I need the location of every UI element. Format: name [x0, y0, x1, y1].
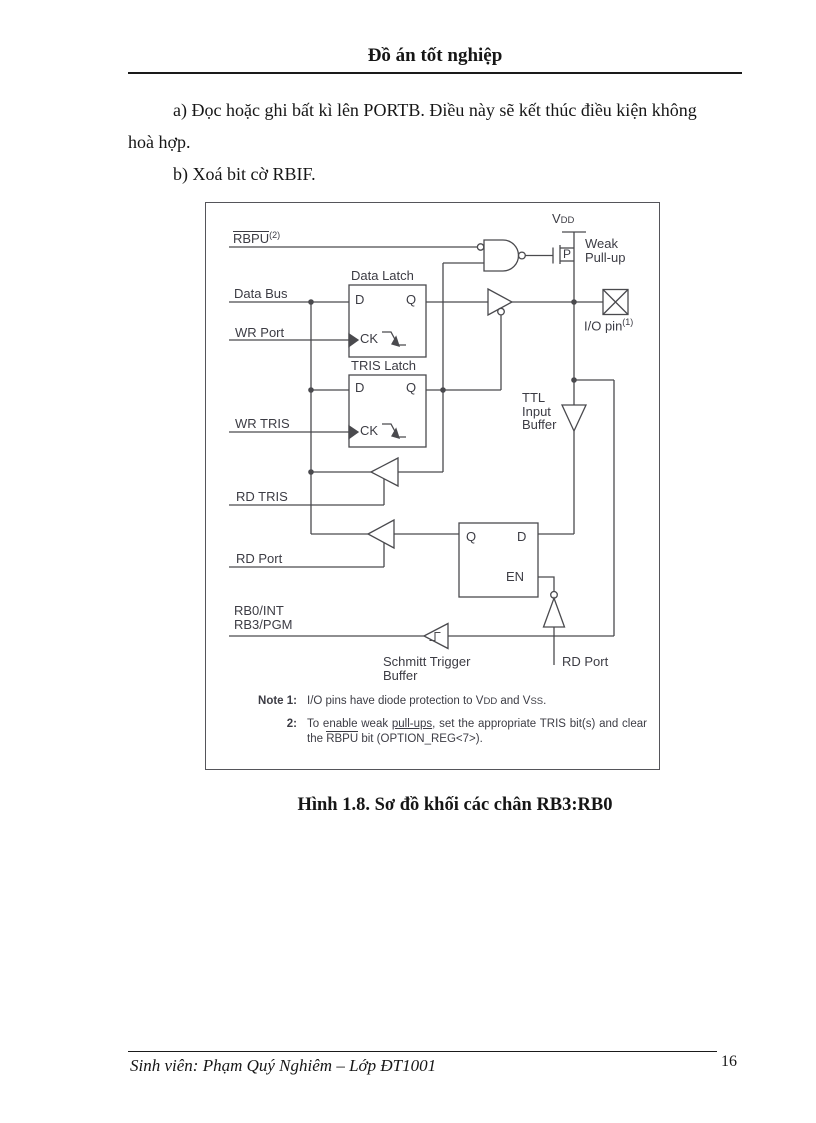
label-wr-tris: WR TRIS	[235, 416, 290, 431]
data-latch-q: Q	[406, 292, 417, 307]
label-schmitt-buffer: Schmitt Trigger Buffer	[383, 654, 471, 683]
note-2-text: To enable weak pull-ups, set the appropr…	[307, 717, 647, 746]
tris-latch-ck: CK	[360, 423, 379, 438]
input-latch-box	[458, 522, 539, 598]
input-latch-en: EN	[506, 569, 525, 584]
io-pin-symbol	[602, 288, 629, 316]
figure-notes: Note 1: I/O pins have diode protection t…	[241, 695, 647, 747]
page-title: Đồ án tốt nghiệp	[367, 45, 503, 66]
tris-latch-d: D	[355, 380, 365, 395]
input-latch-d: D	[517, 529, 527, 544]
page-number: 16	[721, 1053, 737, 1070]
note-1: Note 1: I/O pins have diode protection t…	[241, 695, 647, 709]
label-io-pin: I/O pin(1)	[584, 317, 634, 334]
note-1-number: Note 1:	[258, 695, 297, 707]
input-latch-q: Q	[466, 529, 477, 544]
body-text: a) Đọc hoặc ghi bất kì lên PORTB. Điều n…	[128, 94, 716, 190]
rd-tris-buffer	[369, 456, 399, 488]
label-rbpu: RBPU(2)	[233, 229, 280, 246]
note-1-text: I/O pins have diode protection to VDD an…	[307, 695, 547, 707]
paragraph-a: a) Đọc hoặc ghi bất kì lên PORTB. Điều n…	[128, 100, 697, 152]
wires	[229, 231, 615, 665]
note-2: 2: To enable weak pull-ups, set the appr…	[241, 718, 647, 747]
data-latch-d: D	[355, 292, 365, 307]
label-pmos-p: P	[563, 247, 572, 261]
ttl-buffer-triangle	[560, 404, 588, 433]
tris-latch-q: Q	[406, 380, 417, 395]
figure-block-diagram: RBPU(2) VDD Weak Pull-up P Data Latch D …	[205, 202, 660, 770]
pmos-transistor	[552, 245, 574, 264]
footer-student: Sinh viên: Phạm Quý Nghiêm – Lớp ĐT1001	[130, 1056, 437, 1075]
nand-gate	[476, 239, 526, 272]
label-wr-port: WR Port	[235, 325, 285, 340]
rbpu-overline-text: RBPU	[233, 231, 270, 247]
junction-dots	[308, 299, 577, 475]
label-rd-tris: RD TRIS	[236, 489, 288, 504]
page-header: Đồ án tốt nghiệp	[128, 45, 742, 74]
schmitt-trigger-symbol	[422, 622, 449, 650]
rbpu-superscript: (2)	[269, 230, 281, 240]
data-latch-ck: CK	[360, 331, 379, 346]
label-data-bus: Data Bus	[234, 286, 288, 301]
note-2-number: 2:	[286, 717, 297, 730]
figure-caption: Hình 1.8. Sơ đồ khối các chân RB3:RB0	[297, 795, 613, 815]
tris-latch-box	[348, 374, 427, 448]
data-latch-box	[348, 284, 427, 358]
label-rb-pins: RB0/INT RB3/PGM	[234, 603, 293, 632]
label-rd-port-bottom: RD Port	[562, 654, 609, 669]
footer-rule	[128, 1051, 717, 1052]
circuit-drawing	[229, 231, 629, 665]
label-data-latch: Data Latch	[351, 268, 414, 283]
en-inverter	[542, 590, 566, 628]
label-tris-latch: TRIS Latch	[351, 358, 417, 373]
label-weak-pullup: Weak Pull-up	[585, 236, 626, 265]
tristate-buffer	[487, 287, 514, 317]
label-vdd: VDD	[552, 211, 575, 226]
paragraph-b: b) Xoá bit cờ RBIF.	[173, 164, 316, 184]
label-ttl-buffer: TTL Input Buffer	[522, 390, 557, 432]
label-rd-port: RD Port	[236, 551, 283, 566]
rd-port-buffer	[366, 518, 395, 550]
